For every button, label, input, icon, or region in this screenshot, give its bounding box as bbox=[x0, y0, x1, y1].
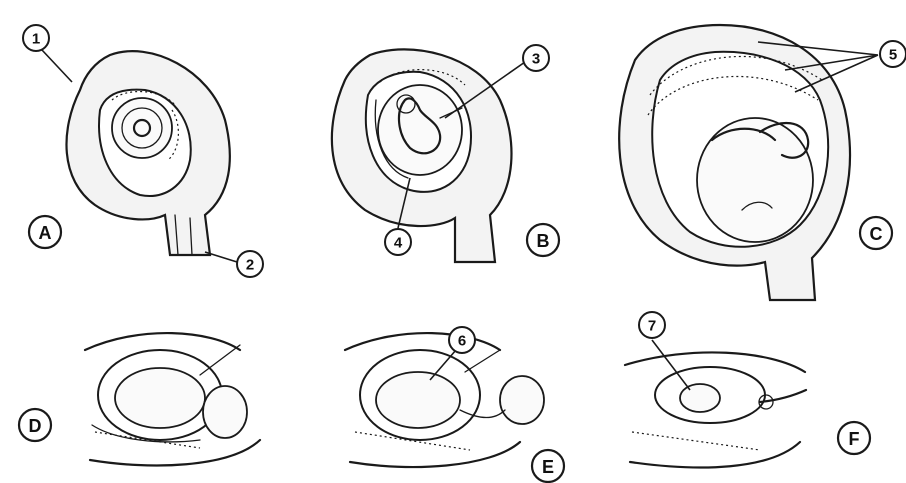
panel-label-a: A bbox=[29, 216, 61, 248]
panel-label-c: C bbox=[860, 217, 892, 249]
marker-6: 6 bbox=[449, 327, 475, 353]
panel-f-illustration bbox=[625, 352, 806, 467]
placenta-f bbox=[680, 384, 720, 412]
panel-label-c-text: C bbox=[870, 224, 883, 244]
marker-7: 7 bbox=[639, 312, 665, 338]
panel-c-illustration bbox=[619, 25, 850, 300]
panel-label-e: E bbox=[532, 450, 564, 482]
fetus-head-d bbox=[203, 386, 247, 438]
pointer-line-d bbox=[200, 345, 240, 375]
panel-label-e-text: E bbox=[542, 457, 554, 477]
panel-label-b: B bbox=[527, 224, 559, 256]
marker-4: 4 bbox=[385, 229, 411, 255]
fetus-body-c bbox=[697, 118, 813, 242]
marker-3: 3 bbox=[523, 45, 549, 71]
vertebrae-f bbox=[632, 432, 760, 450]
panel-b-illustration bbox=[332, 49, 512, 262]
pointer-line-e bbox=[465, 350, 500, 372]
panel-label-b-text: B bbox=[537, 231, 550, 251]
panel-label-d-text: D bbox=[29, 416, 42, 436]
baby-head-e bbox=[500, 376, 544, 424]
panel-label-f-text: F bbox=[849, 429, 860, 449]
embryo-sac-a bbox=[112, 98, 172, 158]
marker-1-pointer bbox=[42, 50, 72, 82]
amniotic-sac-b bbox=[378, 85, 462, 175]
panel-a-illustration bbox=[66, 51, 229, 255]
marker-2-text: 2 bbox=[246, 257, 254, 274]
marker-1: 1 bbox=[23, 25, 49, 51]
marker-2-pointer bbox=[205, 252, 237, 262]
panel-d-illustration bbox=[85, 333, 260, 465]
panel-e-illustration bbox=[345, 333, 544, 467]
marker-1-text: 1 bbox=[32, 31, 40, 48]
marker-6-text: 6 bbox=[458, 333, 466, 350]
marker-4-text: 4 bbox=[394, 235, 403, 252]
marker-5-text: 5 bbox=[889, 47, 897, 64]
marker-5: 5 bbox=[880, 41, 906, 67]
fetus-body-e bbox=[376, 372, 460, 428]
fetus-body-d bbox=[115, 368, 205, 428]
marker-3-text: 3 bbox=[532, 51, 540, 68]
marker-7-text: 7 bbox=[648, 318, 656, 335]
panel-label-a-text: A bbox=[39, 223, 52, 243]
marker-2: 2 bbox=[237, 251, 263, 277]
panel-label-f: F bbox=[838, 422, 870, 454]
panel-label-d: D bbox=[19, 409, 51, 441]
umbilical-cord-f bbox=[760, 390, 806, 402]
